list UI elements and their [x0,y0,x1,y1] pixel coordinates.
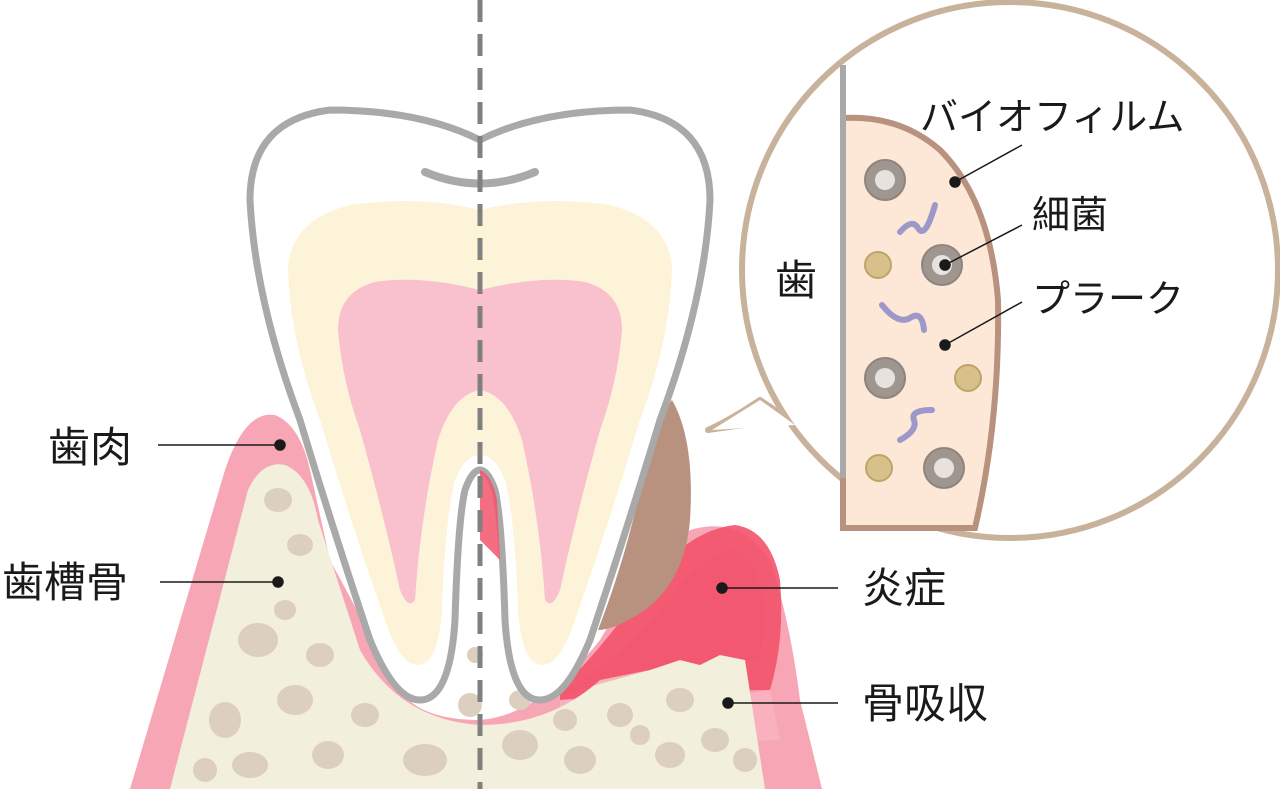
leader-lines [158,144,1023,709]
plaque-deposit [598,400,691,630]
label-inflammation: 炎症 [862,564,946,613]
spirochetes [879,202,938,443]
cocci [864,251,982,482]
label-bacteria: 細菌 [1032,193,1108,237]
tooth [246,106,714,704]
zoom-bubble [705,0,1280,541]
label-gum: 歯肉 [48,423,132,472]
label-biofilm: バイオフィルム [920,95,1184,139]
label-tooth-zoom: 歯 [775,256,817,305]
bacteria-cluster [864,159,965,489]
label-alveolar-bone: 歯槽骨 [2,558,128,607]
label-plaque: プラーク [1032,277,1184,321]
label-bone-resorption: 骨吸収 [862,679,988,728]
alveolar-bone [170,464,765,789]
